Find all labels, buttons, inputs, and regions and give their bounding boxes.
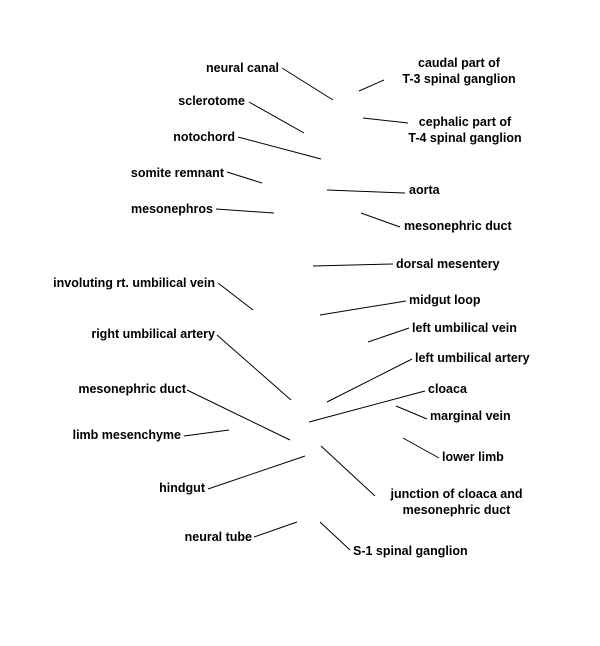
leader-line-left-umbilical-vein: [367, 327, 410, 343]
label-lower-limb: lower limb: [442, 450, 504, 464]
label-neural-canal: neural canal: [206, 61, 279, 75]
label-cephalic-part-t4-line1: cephalic part of: [418, 115, 512, 129]
label-mesonephric-duct-right: mesonephric duct: [404, 219, 512, 233]
leader-line-marginal-vein: [395, 405, 428, 420]
label-dorsal-mesentery: dorsal mesentery: [396, 257, 500, 271]
leader-line-somite-remnant: [226, 171, 263, 184]
leader-line-left-umbilical-artery: [326, 358, 413, 403]
label-junction-line1: junction of cloaca and: [390, 487, 523, 501]
label-caudal-part-t3-line1: caudal part of: [418, 56, 500, 70]
label-hindgut: hindgut: [159, 481, 205, 495]
label-mesonephros: mesonephros: [131, 202, 213, 216]
leader-line-aorta: [326, 189, 406, 194]
label-caudal-part-t3: caudal part of T-3 spinal ganglion: [384, 55, 534, 87]
label-cloaca: cloaca: [428, 382, 467, 396]
leader-line-lower-limb: [402, 437, 440, 459]
label-somite-remnant: somite remnant: [130, 166, 224, 180]
label-aorta: aorta: [409, 183, 440, 197]
label-marginal-vein: marginal vein: [430, 409, 511, 423]
label-junction-line2: mesonephric duct: [402, 503, 511, 517]
leader-line-junction: [320, 445, 376, 497]
label-caudal-part-t3-line2: T-3 spinal ganglion: [402, 72, 516, 86]
leader-line-limb-mesenchyme: [183, 429, 230, 437]
leader-line-sclerotome: [248, 101, 305, 134]
label-involuting-rt-umbilical-vein: involuting rt. umbilical vein: [53, 276, 215, 290]
label-mesonephric-duct-left: mesonephric duct: [78, 382, 186, 396]
leader-line-cloaca: [308, 390, 426, 423]
label-junction-cloaca-mesonephric-duct: junction of cloaca and mesonephric duct: [374, 486, 539, 518]
leader-line-notochord: [237, 136, 322, 160]
leader-line-mesonephros: [215, 208, 275, 214]
label-right-umbilical-artery: right umbilical artery: [91, 327, 215, 341]
leader-line-s1-spinal-ganglion: [319, 521, 351, 551]
label-left-umbilical-artery: left umbilical artery: [415, 351, 530, 365]
label-left-umbilical-vein: left umbilical vein: [412, 321, 517, 335]
leader-line-hindgut: [207, 455, 306, 490]
label-s1-spinal-ganglion: S-1 spinal ganglion: [353, 544, 468, 558]
leader-line-midgut-loop: [319, 300, 407, 316]
leader-line-caudal-t3: [358, 79, 385, 92]
leader-line-right-umbilical-artery: [216, 334, 292, 401]
label-cephalic-part-t4-line2: T-4 spinal ganglion: [408, 131, 522, 145]
label-sclerotome: sclerotome: [178, 94, 245, 108]
leader-line-cephalic-t4: [362, 117, 409, 124]
leader-line-mesonephric-duct-right: [360, 212, 401, 228]
leader-line-neural-canal: [281, 67, 334, 101]
label-midgut-loop: midgut loop: [409, 293, 481, 307]
label-cephalic-part-t4: cephalic part of T-4 spinal ganglion: [385, 114, 545, 146]
label-notochord: notochord: [173, 130, 235, 144]
leader-line-mesonephric-duct-left: [186, 389, 291, 441]
leader-line-neural-tube: [253, 521, 298, 538]
leader-line-dorsal-mesentery: [312, 263, 394, 267]
label-limb-mesenchyme: limb mesenchyme: [72, 428, 181, 442]
leader-line-involuting-rt-umbilical-vein: [217, 282, 254, 311]
label-neural-tube: neural tube: [184, 530, 252, 544]
